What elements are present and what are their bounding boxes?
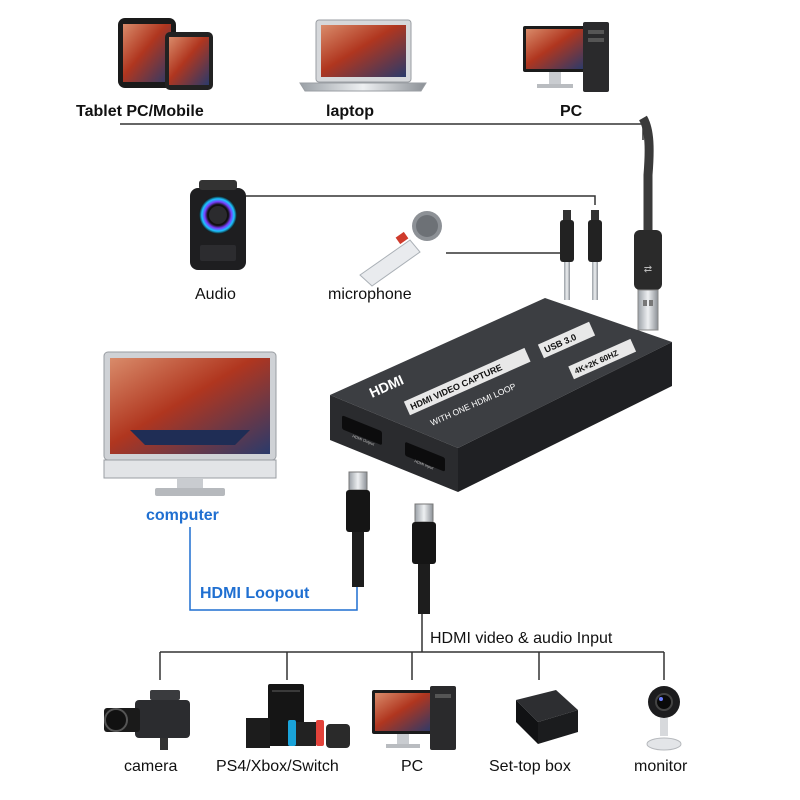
settop-box-icon [516,690,578,744]
hdmi-cable-input-icon [412,503,436,614]
hdmi-loopout-label: HDMI Loopout [200,585,310,602]
microphone-label: microphone [328,286,412,303]
tablet-mobile-label: Tablet PC/Mobile [76,103,204,120]
hdmi-cable-loopout-icon [346,471,370,587]
card-title-plate [403,347,531,416]
speaker-icon [190,180,246,270]
audio-line [246,195,596,205]
pc-top-label: PC [560,103,583,120]
source-label-monitor: monitor [634,758,688,775]
source-label-camera: camera [124,758,178,775]
svg-text:⇄: ⇄ [644,264,652,275]
pc-icon [372,686,456,750]
laptop-icon [299,19,427,92]
audio-jack-icon [560,210,602,300]
usb-badge-plate [537,321,596,359]
security-camera-icon [646,686,682,751]
microphone-icon [359,211,442,287]
usb-line [120,123,644,140]
camera-icon [104,690,190,750]
pc-icon [523,22,609,92]
computer-label: computer [146,507,219,524]
laptop-label: laptop [326,103,374,120]
input-branch-lines [159,652,665,680]
tablet-mobile-icon [118,18,213,90]
hdmi-input-bus-label: HDMI video & audio Input [430,630,613,647]
console-icon [246,684,350,748]
source-label-pc: PC [401,758,424,775]
source-label-settop-box: Set-top box [489,758,571,775]
source-label-console: PS4/Xbox/Switch [216,758,339,775]
usb-cable-icon: ⇄ [634,115,662,331]
computer-monitor-icon [103,351,277,496]
loopout-line [189,527,358,611]
audio-label: Audio [195,286,236,303]
res-badge-plate [568,338,637,380]
